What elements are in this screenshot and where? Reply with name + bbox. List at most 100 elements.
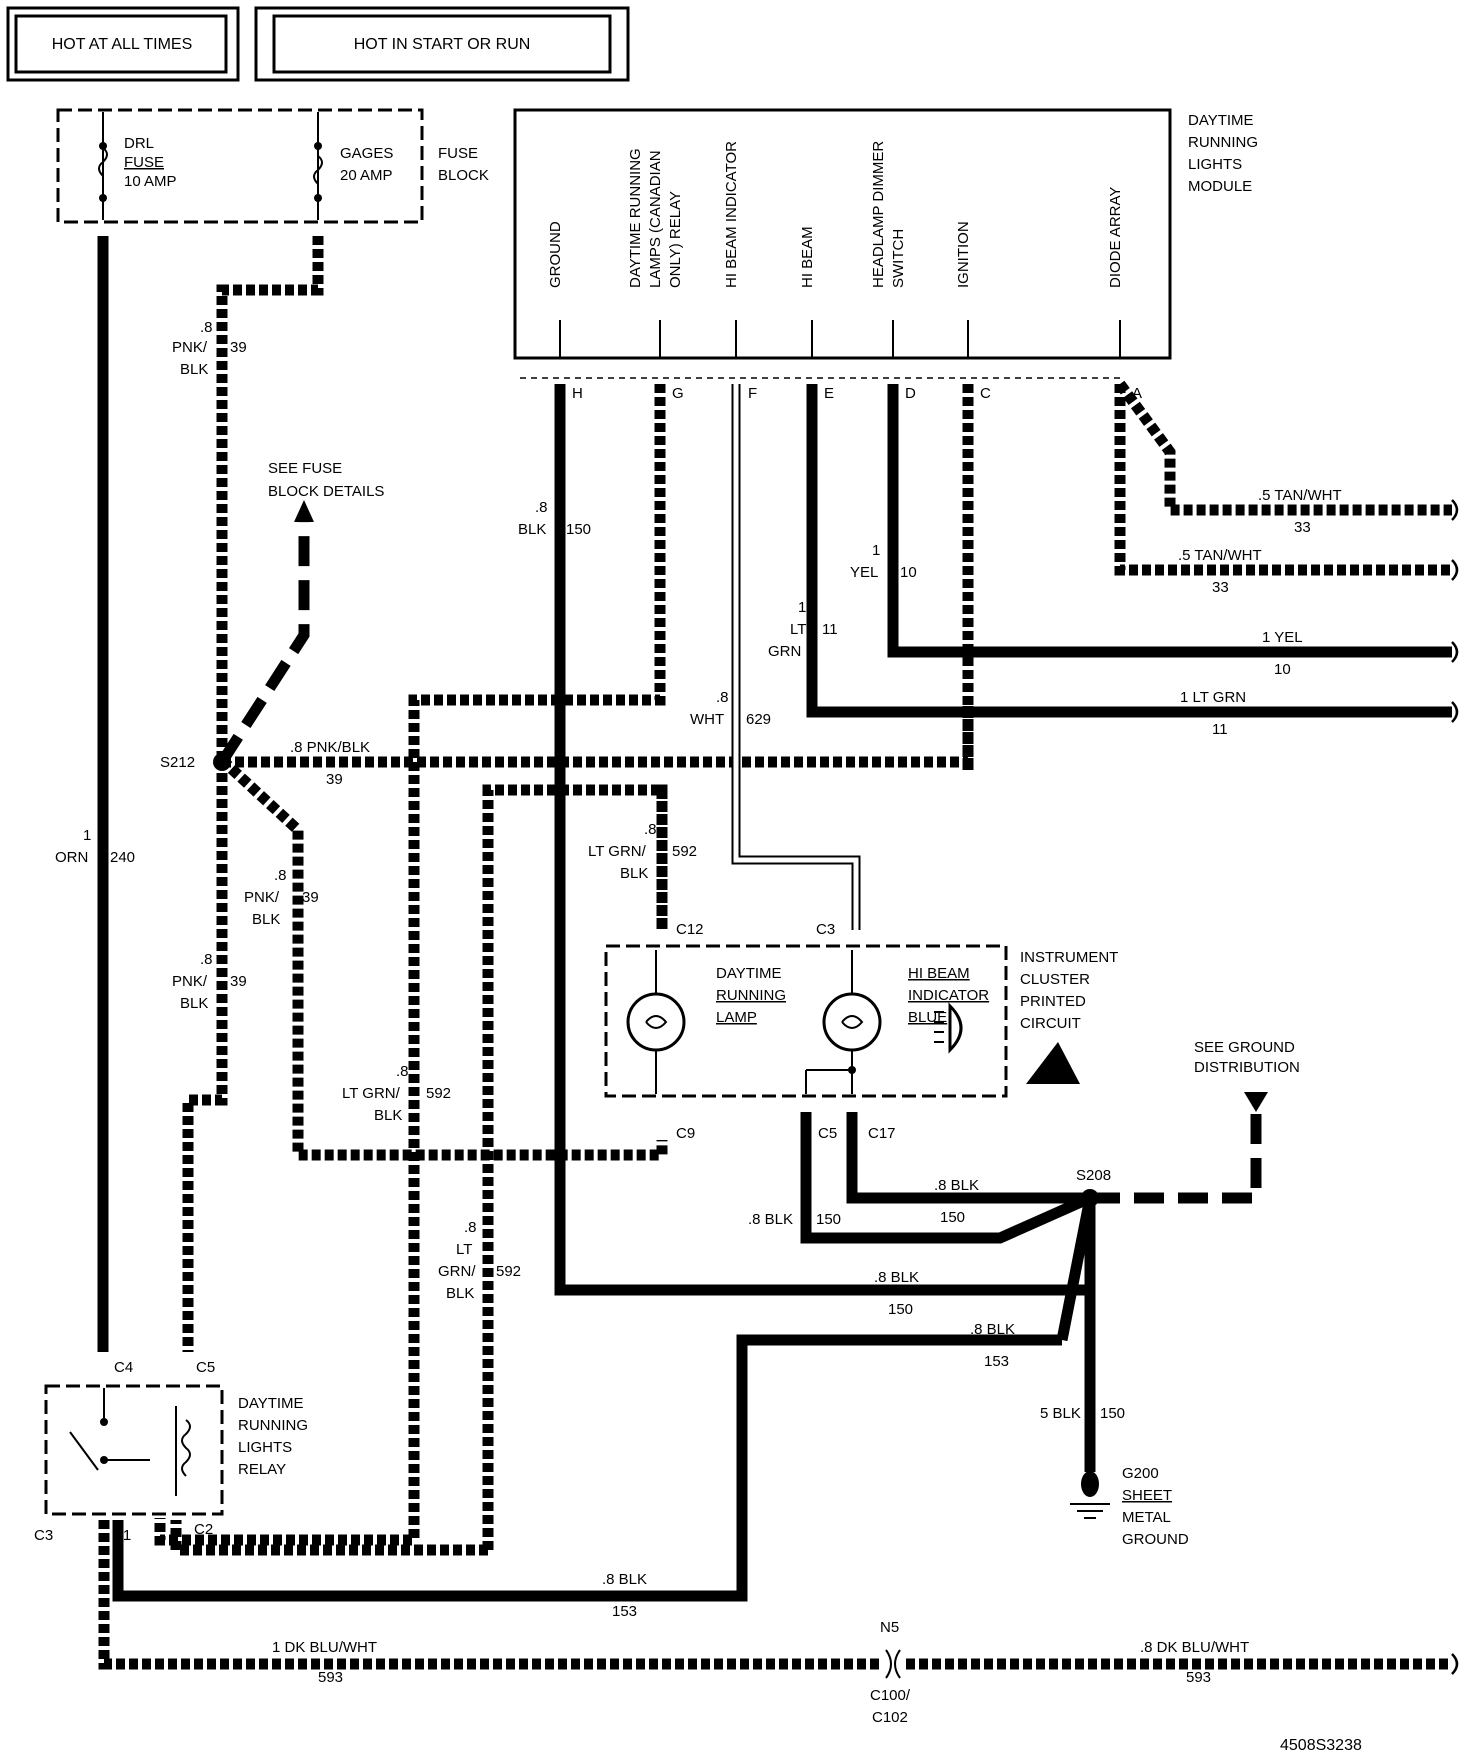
esd-warning-icon xyxy=(1026,1042,1080,1084)
svg-text:BLOCK: BLOCK xyxy=(438,167,489,184)
svg-text:LT GRN/: LT GRN/ xyxy=(342,1085,401,1102)
svg-text:LIGHTS: LIGHTS xyxy=(1188,156,1242,173)
svg-text:1: 1 xyxy=(83,827,91,844)
module-pin-letter: H xyxy=(572,385,583,402)
svg-text:PNK/: PNK/ xyxy=(172,973,208,990)
module-pin-label: DIODE ARRAY xyxy=(1107,187,1124,288)
svg-text:C17: C17 xyxy=(868,1125,896,1142)
svg-text:.8 BLK: .8 BLK xyxy=(602,1571,647,1588)
svg-text:GRN: GRN xyxy=(768,643,801,660)
svg-text:.5 TAN/WHT: .5 TAN/WHT xyxy=(1178,547,1262,564)
svg-text:.8: .8 xyxy=(644,821,657,838)
svg-text:BLK: BLK xyxy=(518,521,546,538)
svg-text:RUNNING: RUNNING xyxy=(716,987,786,1004)
module-pin-label: ONLY) RELAY xyxy=(667,191,684,288)
svg-text:LIGHTS: LIGHTS xyxy=(238,1439,292,1456)
svg-text:RELAY: RELAY xyxy=(238,1461,286,1478)
svg-text:C12: C12 xyxy=(676,921,704,938)
svg-text:BLOCK DETAILS: BLOCK DETAILS xyxy=(268,483,384,500)
svg-text:593: 593 xyxy=(318,1669,343,1686)
svg-text:.8 BLK: .8 BLK xyxy=(970,1321,1015,1338)
svg-text:150: 150 xyxy=(816,1211,841,1228)
svg-text:153: 153 xyxy=(612,1603,637,1620)
svg-text:G200: G200 xyxy=(1122,1465,1159,1482)
svg-text:592: 592 xyxy=(496,1263,521,1280)
svg-text:C1: C1 xyxy=(112,1527,131,1544)
svg-text:YEL: YEL xyxy=(850,564,878,581)
see-fuse-details: SEE FUSE xyxy=(268,460,342,477)
hot-in-start-run-label: HOT IN START OR RUN xyxy=(354,36,531,53)
svg-text:S208: S208 xyxy=(1076,1167,1111,1184)
cluster-label: INSTRUMENT xyxy=(1020,949,1118,966)
svg-text:DAYTIME: DAYTIME xyxy=(716,965,782,982)
svg-text:39: 39 xyxy=(230,339,247,356)
svg-text:150: 150 xyxy=(940,1209,965,1226)
svg-text:GROUND: GROUND xyxy=(1122,1531,1189,1548)
svg-text:PRINTED: PRINTED xyxy=(1020,993,1086,1010)
hot-at-all-times-label: HOT AT ALL TIMES xyxy=(52,36,193,53)
svg-text:ORN: ORN xyxy=(55,849,88,866)
hi-beam-lamp-icon xyxy=(822,992,882,1052)
svg-text:S212: S212 xyxy=(160,754,195,771)
svg-text:.5 TAN/WHT: .5 TAN/WHT xyxy=(1258,487,1342,504)
svg-text:150: 150 xyxy=(1100,1405,1125,1422)
wire-592: .8 LT GRN/ 592 BLK .8 LT GRN/ 592 BLK .8… xyxy=(170,784,697,1556)
module-pin-label: GROUND xyxy=(547,221,564,288)
svg-text:BLK: BLK xyxy=(620,865,648,882)
svg-text:39: 39 xyxy=(230,973,247,990)
wire-593: 1 DK BLU/WHT 593 .8 DK BLU/WHT 593 N5 C1… xyxy=(98,1520,1452,1726)
svg-text:C9: C9 xyxy=(676,1125,695,1142)
svg-text:PNK/: PNK/ xyxy=(172,339,208,356)
module-pin-label: HI BEAM INDICATOR xyxy=(723,141,740,288)
module-pin-letter: F xyxy=(748,385,757,402)
svg-text:39: 39 xyxy=(302,889,319,906)
svg-text:1 YEL: 1 YEL xyxy=(1262,629,1303,646)
svg-text:592: 592 xyxy=(672,843,697,860)
svg-text:.8 BLK: .8 BLK xyxy=(874,1269,919,1286)
ground-g200: G200 SHEET METAL GROUND xyxy=(1070,1465,1189,1548)
svg-text:.8: .8 xyxy=(200,951,213,968)
module-pin-label: SWITCH xyxy=(890,229,907,288)
svg-text:629: 629 xyxy=(746,711,771,728)
module-pin-letter: C xyxy=(980,385,991,402)
svg-text:593: 593 xyxy=(1186,1669,1211,1686)
drl-lamp-icon xyxy=(626,992,686,1052)
module-pin-letter: G xyxy=(672,385,684,402)
svg-text:5 BLK: 5 BLK xyxy=(1040,1405,1081,1422)
module-label: DAYTIME xyxy=(1188,112,1254,129)
svg-text:11: 11 xyxy=(1212,721,1228,738)
module-pin-letter: D xyxy=(905,385,916,402)
svg-text:.8: .8 xyxy=(274,867,287,884)
headlamp-icon xyxy=(948,1002,963,1054)
svg-text:33: 33 xyxy=(1212,579,1229,596)
wire-continuations xyxy=(1451,499,1459,1675)
fuse-block: DRL FUSE 10 AMP GAGES 20 AMP FUSE BLOCK xyxy=(56,108,489,224)
svg-text:.8: .8 xyxy=(200,319,213,336)
svg-text:PNK/: PNK/ xyxy=(244,889,280,906)
svg-text:1 LT GRN: 1 LT GRN xyxy=(1180,689,1246,706)
svg-text:LAMP: LAMP xyxy=(716,1009,757,1026)
svg-text:C3: C3 xyxy=(34,1527,53,1544)
svg-text:BLK: BLK xyxy=(374,1107,402,1124)
svg-text:.8: .8 xyxy=(396,1063,409,1080)
relay-label: DAYTIME xyxy=(238,1395,304,1412)
module-wires: .8 BLK 150 .8 WHT 629 1 LT 11 GRN 1 YEL … xyxy=(154,380,1452,1546)
svg-text:150: 150 xyxy=(888,1301,913,1318)
svg-text:592: 592 xyxy=(426,1085,451,1102)
svg-text:.8: .8 xyxy=(535,499,548,516)
svg-text:INDICATOR: INDICATOR xyxy=(908,987,989,1004)
svg-text:BLUE: BLUE xyxy=(908,1009,947,1026)
svg-text:240: 240 xyxy=(110,849,135,866)
module-pin-label: HI BEAM xyxy=(799,226,816,288)
svg-text:.8 PNK/BLK: .8 PNK/BLK xyxy=(290,739,370,756)
svg-text:.8: .8 xyxy=(464,1219,477,1236)
svg-text:BLK: BLK xyxy=(180,361,208,378)
module-pin-label: LAMPS (CANADIAN xyxy=(647,150,664,288)
splice-s212: S212 xyxy=(160,753,231,771)
drl-relay: DAYTIME RUNNING LIGHTS RELAY C4 C5 C3 C1… xyxy=(34,1359,308,1544)
gages-fuse-label: GAGES xyxy=(340,145,393,162)
drl-fuse-symbol xyxy=(98,147,108,177)
svg-text:33: 33 xyxy=(1294,519,1311,536)
svg-text:C4: C4 xyxy=(114,1359,133,1376)
